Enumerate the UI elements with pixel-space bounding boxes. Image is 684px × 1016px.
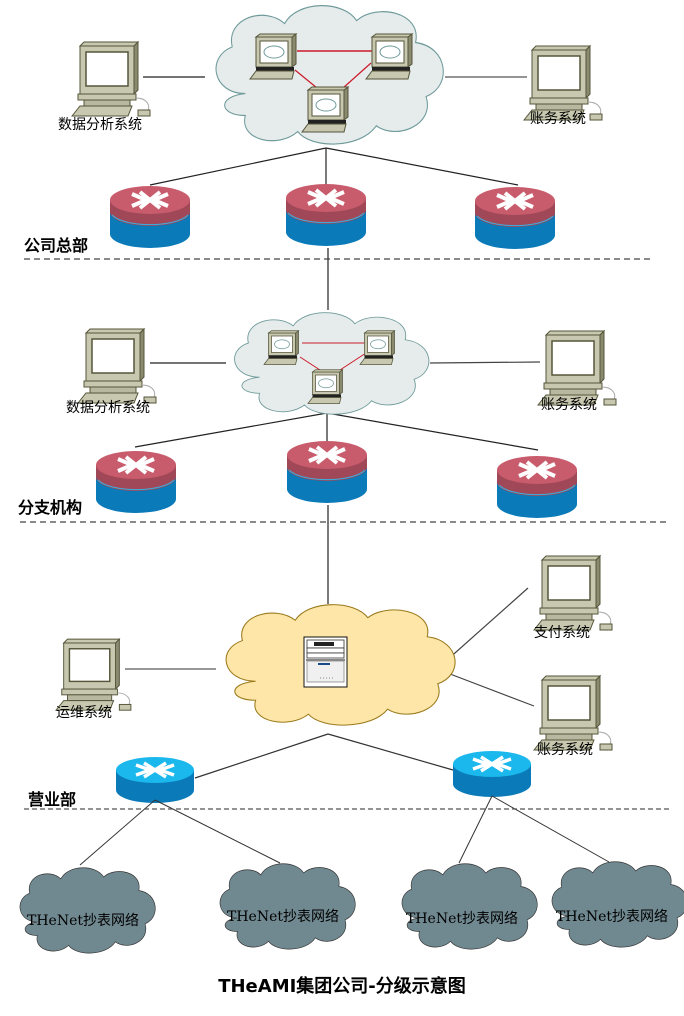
router-icon [108,184,192,250]
router-icon [495,454,579,520]
link-net [79,799,156,866]
pc-label: 运维系统 [56,705,112,721]
workstation-icon [307,369,343,404]
router-icon [284,182,368,248]
thenet-label: THeNet抄表网络 [556,909,668,925]
pc-icon [523,45,603,121]
pc-label: 账务系统 [530,111,586,127]
section-label: 公司总部 [24,236,88,255]
pc-label: 账务系统 [537,742,593,758]
link-net [491,795,610,863]
pc-icon [537,330,617,406]
link-branch-router-1 [134,412,328,448]
link-red [342,62,372,89]
link-net [458,795,493,864]
section-label: 分支机构 [18,498,82,517]
link-hq-router-1 [149,147,327,186]
pc-label: 数据分析系统 [58,117,142,133]
thenet-label: THeNet抄表网络 [406,911,518,927]
thenet-label: THeNet抄表网络 [27,913,139,929]
thenet-cloud [401,863,538,950]
router-icon [473,185,557,251]
pc-label: 账务系统 [541,397,597,413]
workstation-icon [249,33,297,80]
link-branch-right-pc [429,361,541,364]
pc-icon [533,555,613,631]
pc-icon [77,328,157,404]
router-icon [94,449,178,515]
link-biz-router-2 [327,733,454,771]
workstation-icon [365,33,413,80]
link-net [154,799,281,864]
pc-icon [55,638,132,711]
router-icon [451,749,533,799]
section-branch: 数据分析系统 账务系统 分支机构 [18,312,666,604]
thenet-cloud [19,867,156,954]
section-biz: 运维系统 支付系统 账务系统 营业部 THeNet抄表网络 THeNet抄表网络… [19,555,684,954]
router-icon [285,439,369,505]
link-biz-account-pc [436,668,535,707]
link-red [299,356,321,371]
workstation-icon [301,86,349,133]
pc-icon [71,41,151,117]
link-branch-router-3 [326,412,539,451]
link-red [294,69,318,89]
pc-icon [533,675,613,751]
pc-label: 数据分析系统 [66,400,150,416]
thenet-cloud [219,863,356,950]
workstation-icon [263,330,299,365]
link-red [339,352,367,371]
section-hq: 数据分析系统 账务系统 公司总部 [24,4,654,310]
pc-label: 支付系统 [534,625,590,641]
router-icon [114,755,196,805]
server-icon [303,636,348,688]
thenet-label: THeNet抄表网络 [227,909,339,925]
diagram-title: THeAMI集团公司-分级示意图 [218,975,466,997]
link-biz-router-1 [194,733,329,779]
section-label: 营业部 [28,790,76,809]
workstation-icon [359,330,395,365]
thenet-cloud [551,861,684,948]
link-hq-router-3 [325,147,519,186]
